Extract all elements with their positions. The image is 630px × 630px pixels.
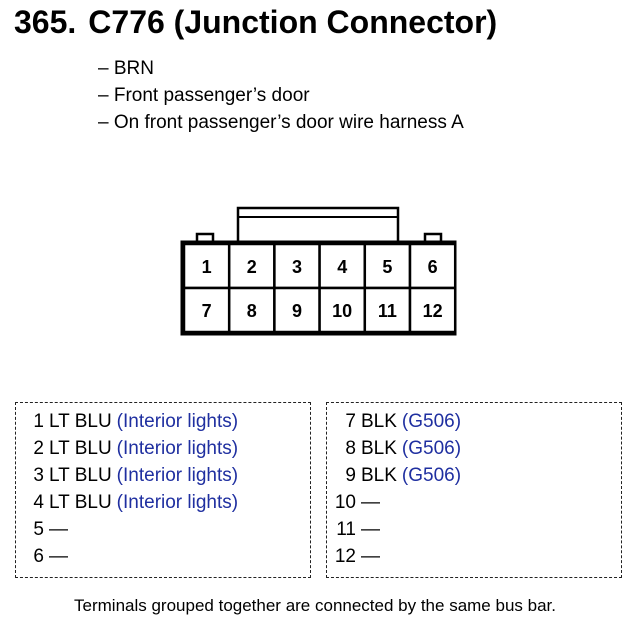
pin-group-left-box xyxy=(15,402,311,578)
wire-color: — xyxy=(49,546,68,567)
description-harness: – On front passenger’s door wire harness… xyxy=(98,112,464,133)
connector-right-tab xyxy=(423,232,443,242)
connector-cavity xyxy=(363,286,412,334)
cavity-number: 10 xyxy=(332,301,352,321)
wire-color: BLK xyxy=(361,438,397,459)
cavity-number: 1 xyxy=(202,257,212,277)
description-color: – BRN xyxy=(98,58,154,79)
pin-number: 8 xyxy=(345,438,356,459)
connector-cavity xyxy=(182,286,231,334)
pin-number: 5 xyxy=(33,519,44,540)
circuit-name: (G506) xyxy=(401,411,462,432)
pin-number: 11 xyxy=(336,519,356,540)
cavity-number: 6 xyxy=(428,257,438,277)
connector-cavity xyxy=(408,242,457,290)
description-location: – Front passenger’s door xyxy=(98,85,310,106)
cavity-number: 12 xyxy=(423,301,443,321)
circuit-name: (Interior lights) xyxy=(116,465,239,486)
pin-number: 6 xyxy=(33,546,44,567)
connector-cavity xyxy=(318,286,367,334)
wire-color: BLK xyxy=(361,465,397,486)
wire-color: LT BLU xyxy=(49,438,112,459)
wire-color: BLK xyxy=(361,411,397,432)
cavity-number: 11 xyxy=(378,301,397,321)
connector-name: C776 (Junction Connector) xyxy=(88,4,498,40)
connector-description: – BRN – Front passenger’s door – On fron… xyxy=(98,55,464,136)
pin-row: 11— xyxy=(332,516,461,543)
circuit-name: (G506) xyxy=(401,438,462,459)
wire-color: LT BLU xyxy=(49,492,112,513)
pin-row: 6— xyxy=(20,543,238,570)
wire-color: — xyxy=(49,519,68,540)
wire-color: — xyxy=(361,546,380,567)
circuit-name: (Interior lights) xyxy=(116,438,239,459)
cavity-number: 7 xyxy=(202,301,212,321)
connector-left-tab xyxy=(195,232,215,242)
connector-index: 365. xyxy=(14,4,77,40)
pin-row: 12— xyxy=(332,543,461,570)
connector-lock-tab xyxy=(236,206,400,242)
pin-group-right-box xyxy=(326,402,622,578)
pin-row: 10— xyxy=(332,489,461,516)
wire-color: LT BLU xyxy=(49,411,112,432)
pin-number: 3 xyxy=(33,465,44,486)
pin-number: 7 xyxy=(345,411,356,432)
pin-number: 1 xyxy=(33,411,44,432)
pin-number: 9 xyxy=(345,465,356,486)
cavity-number: 2 xyxy=(247,257,257,277)
wire-color: — xyxy=(361,492,380,513)
pin-row: 5— xyxy=(20,516,238,543)
cavity-number: 5 xyxy=(382,257,392,277)
pin-number: 10 xyxy=(334,492,356,513)
circuit-name: (Interior lights) xyxy=(116,492,239,513)
pin-number: 4 xyxy=(33,492,44,513)
page-title: 365. C776 (Junction Connector) xyxy=(14,4,497,41)
cavity-number: 8 xyxy=(247,301,257,321)
circuit-name: (Interior lights) xyxy=(116,411,239,432)
cavity-number: 9 xyxy=(292,301,302,321)
pin-number: 12 xyxy=(334,546,356,567)
pin-number: 2 xyxy=(33,438,44,459)
circuit-name: (G506) xyxy=(401,465,462,486)
wire-color: LT BLU xyxy=(49,465,112,486)
wire-color: — xyxy=(361,519,380,540)
connector-cavity xyxy=(408,286,457,334)
cavity-number: 4 xyxy=(337,257,347,277)
footer-note: Terminals grouped together are connected… xyxy=(74,596,556,615)
cavity-number: 3 xyxy=(292,257,302,277)
